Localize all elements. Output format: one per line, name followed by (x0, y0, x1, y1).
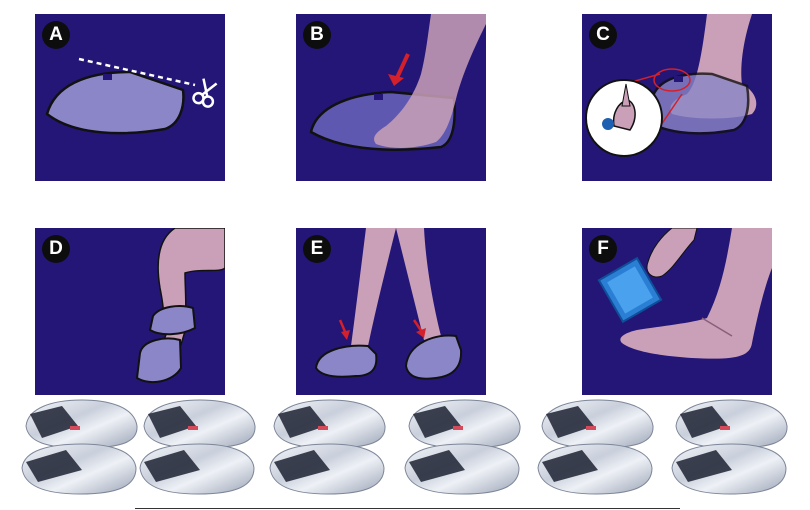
bootie-upper (148, 305, 197, 336)
product-photo-strip (0, 392, 810, 510)
scissors-icon (192, 78, 218, 108)
arrow-head (388, 74, 404, 86)
product-bootie-pair (139, 399, 256, 495)
step-b-badge: B (303, 21, 331, 49)
step-d-illustration (135, 228, 225, 384)
bootie-tab (103, 74, 112, 80)
product-bootie-pair (269, 399, 386, 495)
step-f-panel: F (582, 228, 772, 395)
step-c-illustration (585, 14, 757, 157)
bootie-left (314, 344, 378, 378)
step-d-panel: D (35, 228, 225, 395)
product-bootie-pair (671, 399, 788, 495)
cut-line (78, 57, 196, 87)
arrow-icon (394, 53, 410, 81)
arrow-icon (412, 319, 426, 338)
bottom-rule (135, 508, 680, 509)
foot-crease (701, 317, 733, 337)
walking-leg-left (351, 228, 396, 346)
product-bootie-pair (21, 399, 138, 495)
step-a-illustration (45, 57, 218, 135)
magnifier-icon (585, 79, 663, 157)
bootie-tab (674, 76, 683, 82)
bootie-shape (45, 70, 185, 135)
bootie-right (404, 334, 463, 380)
step-c-panel: C (582, 14, 772, 181)
bootie-shape (650, 72, 750, 135)
step-e-panel: E (296, 228, 486, 395)
product-bootie-pair (404, 399, 521, 495)
step-e-illustration (314, 228, 463, 380)
product-bootie-pair (537, 399, 654, 495)
arrow-icon (338, 319, 350, 340)
bootie-tab (374, 94, 383, 100)
foot-leg (374, 14, 486, 148)
step-b-panel: B (296, 14, 486, 181)
bootie-lower (135, 337, 183, 384)
step-d-badge: D (42, 235, 70, 263)
step-e-badge: E (303, 235, 331, 263)
zoom-target (653, 68, 691, 92)
bare-foot (620, 228, 772, 359)
hand (646, 228, 698, 278)
step-b-illustration (309, 14, 486, 152)
product-photos (21, 399, 788, 495)
step-f-illustration (597, 228, 772, 359)
step-a-badge: A (42, 21, 70, 49)
packet-icon (597, 256, 663, 324)
step-f-badge: F (589, 235, 617, 263)
step-a-panel: A (35, 14, 225, 181)
step-c-badge: C (589, 21, 617, 49)
walking-leg-right (396, 228, 441, 340)
